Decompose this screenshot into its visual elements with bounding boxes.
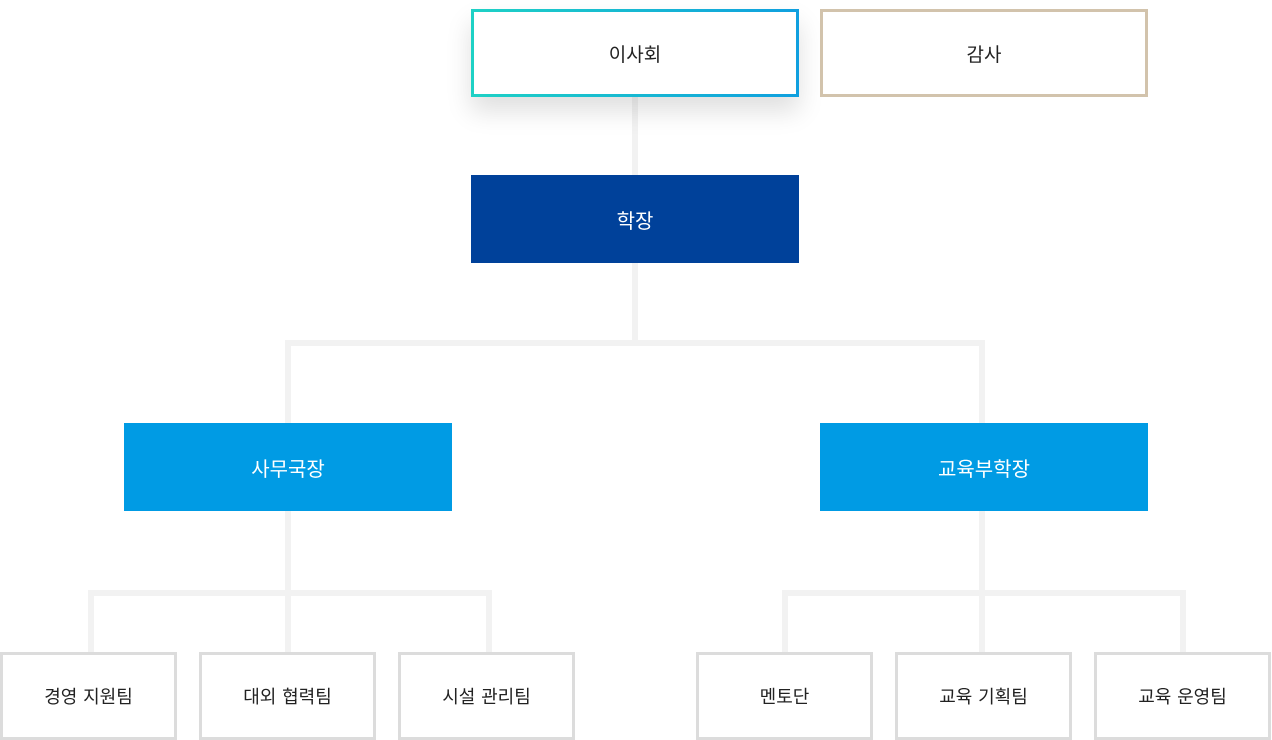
connector-to-admin-director — [285, 340, 291, 423]
connector-academic-team-1 — [782, 590, 788, 652]
connector-level2-horizontal — [285, 340, 985, 346]
auditor-node: 감사 — [820, 9, 1148, 97]
team-label: 멘토단 — [759, 687, 810, 708]
admin-team-node: 시설 관리팀 — [398, 652, 575, 740]
president-node: 학장 — [471, 175, 799, 263]
connector-board-president — [632, 97, 638, 175]
team-label: 교육 기획팀 — [939, 687, 1028, 708]
academic-vp-label: 교육부학장 — [938, 456, 1030, 481]
team-label: 교육 운영팀 — [1138, 687, 1227, 708]
admin-team-node: 경영 지원팀 — [0, 652, 177, 740]
president-label: 학장 — [616, 208, 654, 233]
academic-team-node: 멘토단 — [696, 652, 873, 740]
admin-team-node: 대외 협력팀 — [199, 652, 376, 740]
connector-president-down — [632, 263, 638, 343]
connector-admin-down — [285, 511, 291, 593]
admin-director-node: 사무국장 — [124, 423, 452, 511]
connector-academic-down — [979, 511, 985, 593]
team-label: 대외 협력팀 — [243, 687, 332, 708]
team-label: 시설 관리팀 — [442, 687, 531, 708]
connector-academic-team-2 — [979, 590, 985, 652]
academic-vp-node: 교육부학장 — [820, 423, 1148, 511]
admin-director-label: 사무국장 — [251, 456, 325, 481]
connector-to-academic-vp — [979, 340, 985, 423]
connector-admin-team-3 — [486, 590, 492, 652]
board-node: 이사회 — [471, 9, 799, 97]
connector-academic-team-3 — [1180, 590, 1186, 652]
board-label: 이사회 — [608, 43, 662, 66]
academic-team-node: 교육 운영팀 — [1094, 652, 1271, 740]
academic-team-node: 교육 기획팀 — [895, 652, 1072, 740]
connector-admin-team-2 — [285, 590, 291, 652]
auditor-label: 감사 — [966, 43, 1002, 66]
connector-admin-team-1 — [88, 590, 94, 652]
team-label: 경영 지원팀 — [44, 687, 133, 708]
